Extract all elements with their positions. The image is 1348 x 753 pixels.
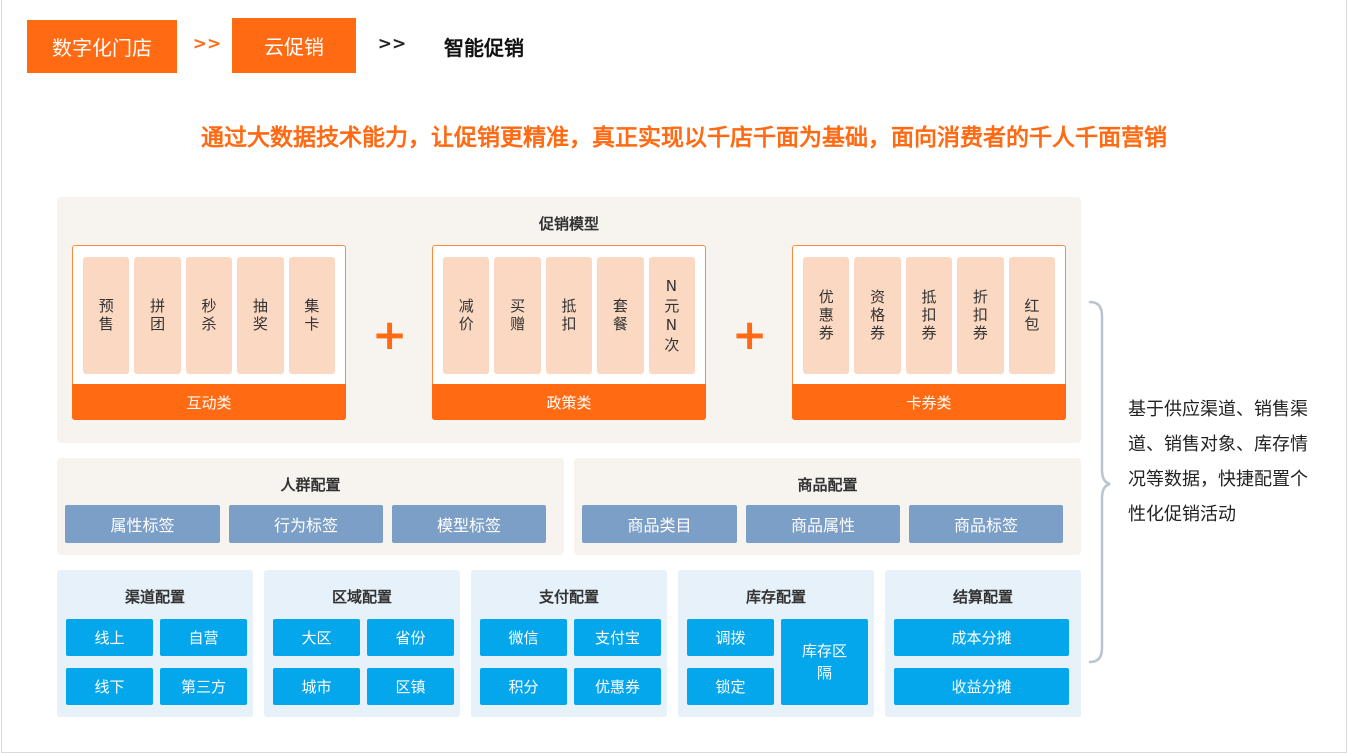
group-label: 政策类: [432, 384, 706, 420]
promo-item[interactable]: 红包: [1008, 257, 1056, 374]
product-tag[interactable]: 商品属性: [746, 505, 900, 543]
payment-config-title: 支付配置: [538, 588, 599, 606]
payment-button[interactable]: 优惠券: [574, 668, 661, 705]
promo-item[interactable]: 套餐: [597, 257, 644, 374]
group-label: 卡券类: [792, 384, 1066, 420]
promo-item[interactable]: 集卡: [288, 257, 336, 374]
promo-item[interactable]: N元N次: [648, 257, 696, 374]
group-policy: 减价 买赠 抵扣 套餐 N元N次 政策类: [432, 245, 706, 420]
promo-item[interactable]: 预售: [83, 257, 130, 374]
promo-item[interactable]: 拼团: [134, 257, 181, 374]
region-config-panel: 区域配置 大区 省份 城市 区镇: [264, 570, 460, 717]
payment-button[interactable]: 支付宝: [574, 619, 661, 656]
settlement-button[interactable]: 成本分摊: [894, 619, 1069, 656]
inventory-button[interactable]: 库存区隔: [781, 619, 868, 705]
region-config-title: 区域配置: [331, 588, 392, 606]
headline: 通过大数据技术能力，让促销更精准，真正实现以千店千面为基础，面向消费者的千人千面…: [201, 125, 1167, 151]
promo-item[interactable]: 优惠券: [803, 257, 850, 374]
settlement-config-title: 结算配置: [952, 588, 1013, 606]
product-tag[interactable]: 商品标签: [909, 505, 1063, 543]
channel-config-title: 渠道配置: [124, 588, 185, 606]
right-brace-icon: [1088, 300, 1111, 664]
payment-button[interactable]: 积分: [480, 668, 567, 705]
plus-icon: +: [372, 310, 408, 359]
breadcrumb-cloud-promo[interactable]: 云促销: [232, 18, 356, 73]
breadcrumb-smart-promo: 智能促销: [444, 36, 524, 60]
promo-item[interactable]: 买赠: [494, 257, 541, 374]
payment-button[interactable]: 微信: [480, 619, 567, 656]
promo-item[interactable]: 抽奖: [237, 257, 284, 374]
inventory-config-title: 库存配置: [745, 588, 806, 606]
inventory-button[interactable]: 调拨: [687, 619, 774, 656]
breadcrumb-separator-2: >>: [377, 34, 407, 54]
promo-item[interactable]: 秒杀: [185, 257, 233, 374]
promo-model-title: 促销模型: [538, 215, 599, 233]
crowd-tag[interactable]: 属性标签: [65, 505, 220, 543]
group-label: 互动类: [72, 384, 346, 420]
product-tag[interactable]: 商品类目: [582, 505, 737, 543]
promo-item[interactable]: 抵扣券: [905, 257, 953, 374]
channel-config-panel: 渠道配置 线上 自营 线下 第三方: [57, 570, 253, 717]
payment-config-panel: 支付配置 微信 支付宝 积分 优惠券: [471, 570, 667, 717]
inventory-button[interactable]: 锁定: [687, 668, 774, 705]
channel-button[interactable]: 自营: [160, 619, 247, 656]
crowd-tag[interactable]: 模型标签: [392, 505, 546, 543]
promo-item[interactable]: 减价: [443, 257, 490, 374]
region-button[interactable]: 大区: [273, 619, 360, 656]
region-button[interactable]: 城市: [273, 668, 360, 705]
channel-button[interactable]: 线下: [66, 668, 153, 705]
crowd-tag[interactable]: 行为标签: [229, 505, 383, 543]
group-coupon: 优惠券 资格券 抵扣券 折扣券 红包 卡券类: [792, 245, 1066, 420]
product-config-title: 商品配置: [797, 476, 858, 494]
channel-button[interactable]: 线上: [66, 619, 153, 656]
region-button[interactable]: 省份: [367, 619, 454, 656]
breadcrumb-separator-1: >>: [192, 34, 222, 54]
inventory-config-panel: 库存配置 调拨 锁定 库存区隔: [678, 570, 874, 717]
side-note: 基于供应渠道、销售渠道、销售对象、库存情况等数据，快捷配置个性化促销活动: [1128, 399, 1308, 525]
crowd-tag-row: 属性标签 行为标签 模型标签: [65, 505, 546, 543]
region-button[interactable]: 区镇: [367, 668, 454, 705]
plus-icon: +: [732, 310, 768, 359]
channel-button[interactable]: 第三方: [160, 668, 247, 705]
breadcrumb-digital-store[interactable]: 数字化门店: [27, 20, 177, 73]
settlement-config-panel: 结算配置 成本分摊 收益分摊: [885, 570, 1081, 717]
settlement-button[interactable]: 收益分摊: [894, 668, 1069, 705]
promo-item[interactable]: 折扣券: [957, 257, 1004, 374]
promo-item[interactable]: 资格券: [854, 257, 901, 374]
product-tag-row: 商品类目 商品属性 商品标签: [582, 505, 1063, 543]
crowd-config-title: 人群配置: [280, 476, 341, 494]
promo-item[interactable]: 抵扣: [545, 257, 593, 374]
group-interactive: 预售 拼团 秒杀 抽奖 集卡 互动类: [72, 245, 346, 420]
